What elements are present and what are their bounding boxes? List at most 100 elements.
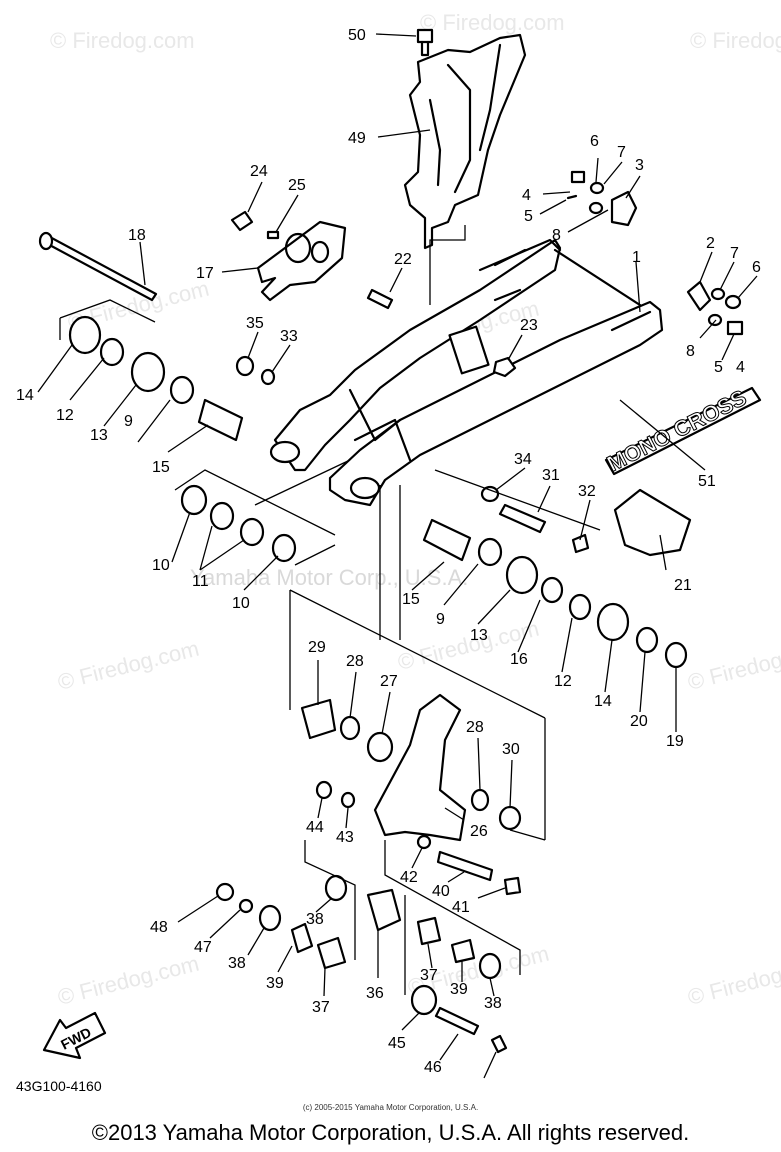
chain-adjuster-right [566,170,638,227]
callout-label: 21 [674,577,692,594]
callout-label: 20 [630,713,648,730]
callout-label: 49 [348,130,366,147]
callout-label: 6 [590,133,599,150]
chain-guard-part [403,33,527,250]
callout-label: 7 [730,245,739,262]
callout-label: 22 [394,251,412,268]
callout-label: 28 [346,653,364,670]
callout-label: 19 [666,733,684,750]
callout-label: 12 [554,673,572,690]
callout-label: 30 [502,741,520,758]
callout-label: 3 [635,157,644,174]
callout-label: 27 [380,673,398,690]
catalog-number: 43G100-4160 [16,1078,102,1094]
callout-label: 47 [194,939,212,956]
chain-support-part [256,220,347,302]
bearings-10-11 [180,484,297,563]
callout-label: 9 [436,611,445,628]
callout-label: 13 [90,427,108,444]
callout-label: 32 [578,483,596,500]
callout-label: 39 [450,981,468,998]
callout-label: 24 [250,163,268,180]
callout-label: 14 [16,387,34,404]
watermark-text: © Firedog.com [685,636,781,695]
callout-label: 1 [632,249,641,266]
callout-label: 18 [128,227,146,244]
watermark-text: © Firedog.com [420,10,565,35]
watermark-text: © Firedog.com [55,951,201,1010]
watermark-text: Yamaha Motor Corp., U.S.A. [190,565,468,590]
screw-24-part [230,210,254,232]
pivot-shaft-part [38,231,158,302]
callout-label: 5 [714,359,723,376]
callout-label: 10 [152,557,170,574]
callout-label: 28 [466,719,484,736]
callout-label: 16 [510,651,528,668]
rear-arm-part [269,238,664,507]
callout-label: 29 [308,639,326,656]
watermark-text: © Firedog.com [50,28,195,53]
leader-lines [37,33,758,1079]
callout-label: 41 [452,899,470,916]
callout-label: 4 [522,187,531,204]
connecting-rod-parts [215,834,522,1054]
callout-label: 2 [706,235,715,252]
bolt-22-part [366,288,394,310]
callout-label: 36 [366,985,384,1002]
watermark-text: © Firedog.com [685,951,781,1010]
small-copyright-text: (c) 2005-2015 Yamaha Motor Corporation, … [302,1103,479,1112]
mono-cross-emblem: MONO CROSS [602,384,762,477]
callout-label: 4 [736,359,745,376]
callout-label: 13 [470,627,488,644]
watermark-text: © Firedog.com [55,636,201,695]
callout-label: 51 [698,473,716,490]
relay-arm-part [300,693,522,842]
fwd-arrow-icon: FWD [42,1011,107,1060]
callout-label: 33 [280,328,298,345]
chain-guide-part [613,488,692,557]
callout-label: 45 [388,1035,406,1052]
callout-label: 8 [686,343,695,360]
callout-label: 42 [400,869,418,886]
callout-label: 15 [402,591,420,608]
callout-label: 46 [424,1059,442,1076]
nut-23-part [492,356,517,378]
watermark-text: © Firedog.com [690,28,781,53]
callout-label: 31 [542,467,560,484]
copyright-footer: ©2013 Yamaha Motor Corporation, U.S.A. A… [91,1120,690,1145]
callout-labels: 50 49 6 7 3 4 5 8 24 25 18 17 22 2 7 6 1… [16,27,761,1076]
callout-label: 11 [192,573,209,590]
callout-label: 38 [306,911,324,928]
pivot-bearings-left [68,315,276,442]
callout-label: 12 [56,407,74,424]
callout-label: 5 [524,208,533,225]
callout-label: 43 [336,829,354,846]
bolt-50-part [416,28,434,57]
callout-label: 15 [152,459,170,476]
callout-label: 7 [617,144,626,161]
callout-label: 10 [232,595,250,612]
callout-label: 38 [484,995,502,1012]
callout-label: 25 [288,177,306,194]
callout-label: 40 [432,883,450,900]
washer-25-part [266,230,280,240]
callout-label: 50 [348,27,366,44]
callout-label: 8 [552,227,561,244]
callout-label: 17 [196,265,214,282]
emblem-text: MONO CROSS [603,385,750,477]
callout-label: 44 [306,819,324,836]
callout-label: 39 [266,975,284,992]
chain-adjuster-left [686,280,744,336]
callout-label: 9 [124,413,133,430]
callout-label: 38 [228,955,246,972]
callout-label: 6 [752,259,761,276]
callout-label: 23 [520,317,538,334]
callout-label: 26 [470,823,488,840]
pivot-bearings-right [422,485,688,669]
callout-label: 34 [514,451,532,468]
callout-label: 37 [420,967,438,984]
callout-label: 37 [312,999,330,1016]
callout-label: 48 [150,919,168,936]
assembly-lines [59,225,601,995]
